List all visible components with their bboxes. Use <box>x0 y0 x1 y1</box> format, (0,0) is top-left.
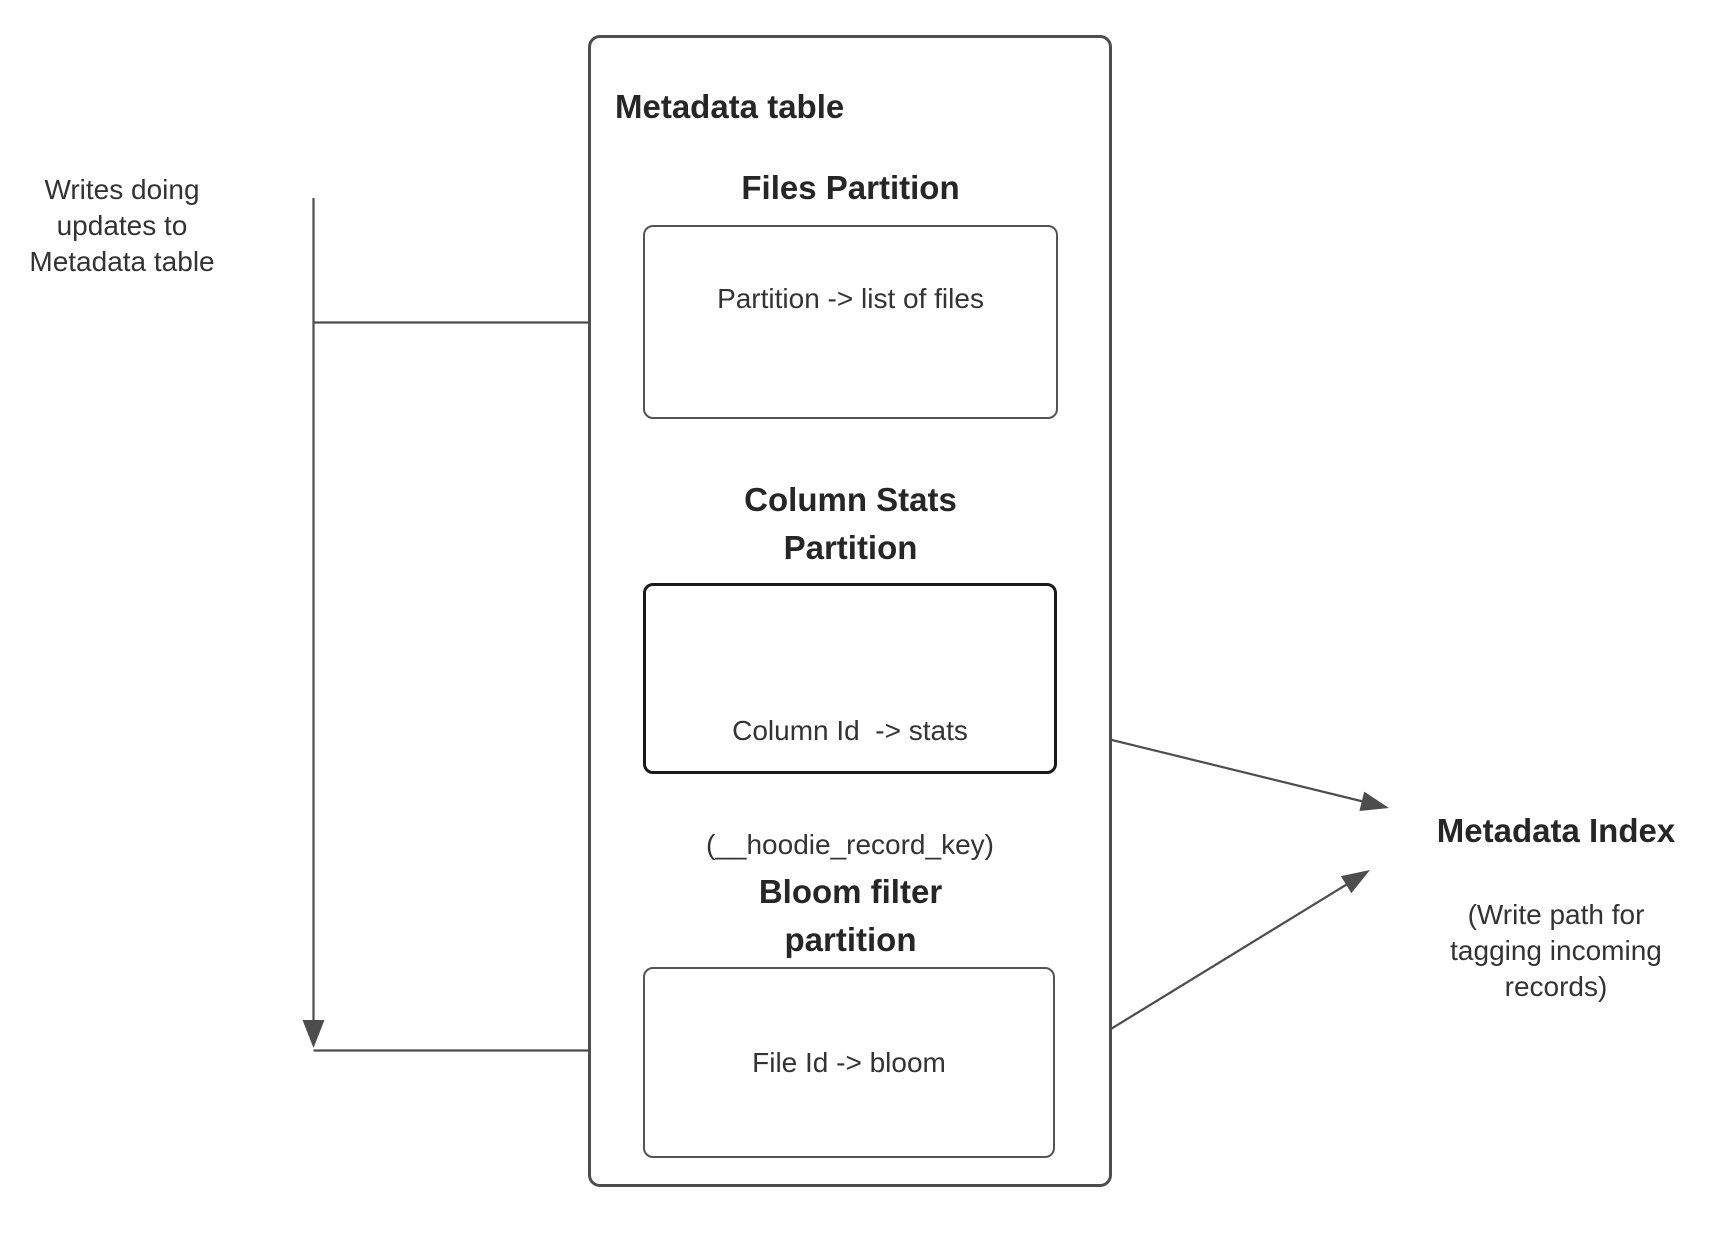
bloom-filter-mapping: File Id -> bloom <box>752 1047 946 1078</box>
files-partition-mapping: Partition -> list of files <box>717 283 984 314</box>
metadata-table-title: Metadata table <box>615 88 845 125</box>
metadata-index-subtitle-line3: records) <box>1504 971 1608 1002</box>
metadata-index-title: Metadata Index <box>1436 812 1676 849</box>
writes-note: Writes doing updates to Metadata table <box>0 172 244 280</box>
metadata-index-subtitle: (Write path for tagging incoming records… <box>1400 897 1712 1005</box>
column-stats-mapping-line2: (__hoodie_record_key) <box>706 829 994 860</box>
bloom-filter-partition-heading: Bloom filter partition <box>643 868 1058 964</box>
stats-to-index-arrowhead-icon <box>1359 791 1389 811</box>
files-partition-box <box>643 225 1058 419</box>
column-stats-partition-box <box>643 583 1057 774</box>
bloom-heading-line1: Bloom filter <box>758 873 943 910</box>
writes-down-arrowhead-icon <box>302 1020 325 1048</box>
column-stats-mapping-line1: Column Id -> stats <box>732 715 968 746</box>
column-stats-heading-line1: Column Stats <box>744 481 957 518</box>
metadata-index-subtitle-line2: tagging incoming <box>1450 935 1662 966</box>
writes-note-line2: updates to <box>56 210 188 241</box>
bloom-to-index-arrowhead-icon <box>1340 870 1370 894</box>
column-stats-partition-heading: Column Stats Partition <box>643 476 1058 572</box>
writes-note-line3: Metadata table <box>29 246 215 277</box>
files-partition-heading: Files Partition <box>741 169 960 206</box>
bloom-filter-partition-box <box>643 967 1055 1158</box>
writes-note-line1: Writes doing <box>44 174 200 205</box>
column-stats-heading-line2: Partition <box>783 529 918 566</box>
bloom-heading-line2: partition <box>784 921 917 958</box>
metadata-index-subtitle-line1: (Write path for <box>1467 899 1645 930</box>
column-stats-mapping: Column Id -> stats (__hoodie_record_key) <box>643 636 1057 940</box>
